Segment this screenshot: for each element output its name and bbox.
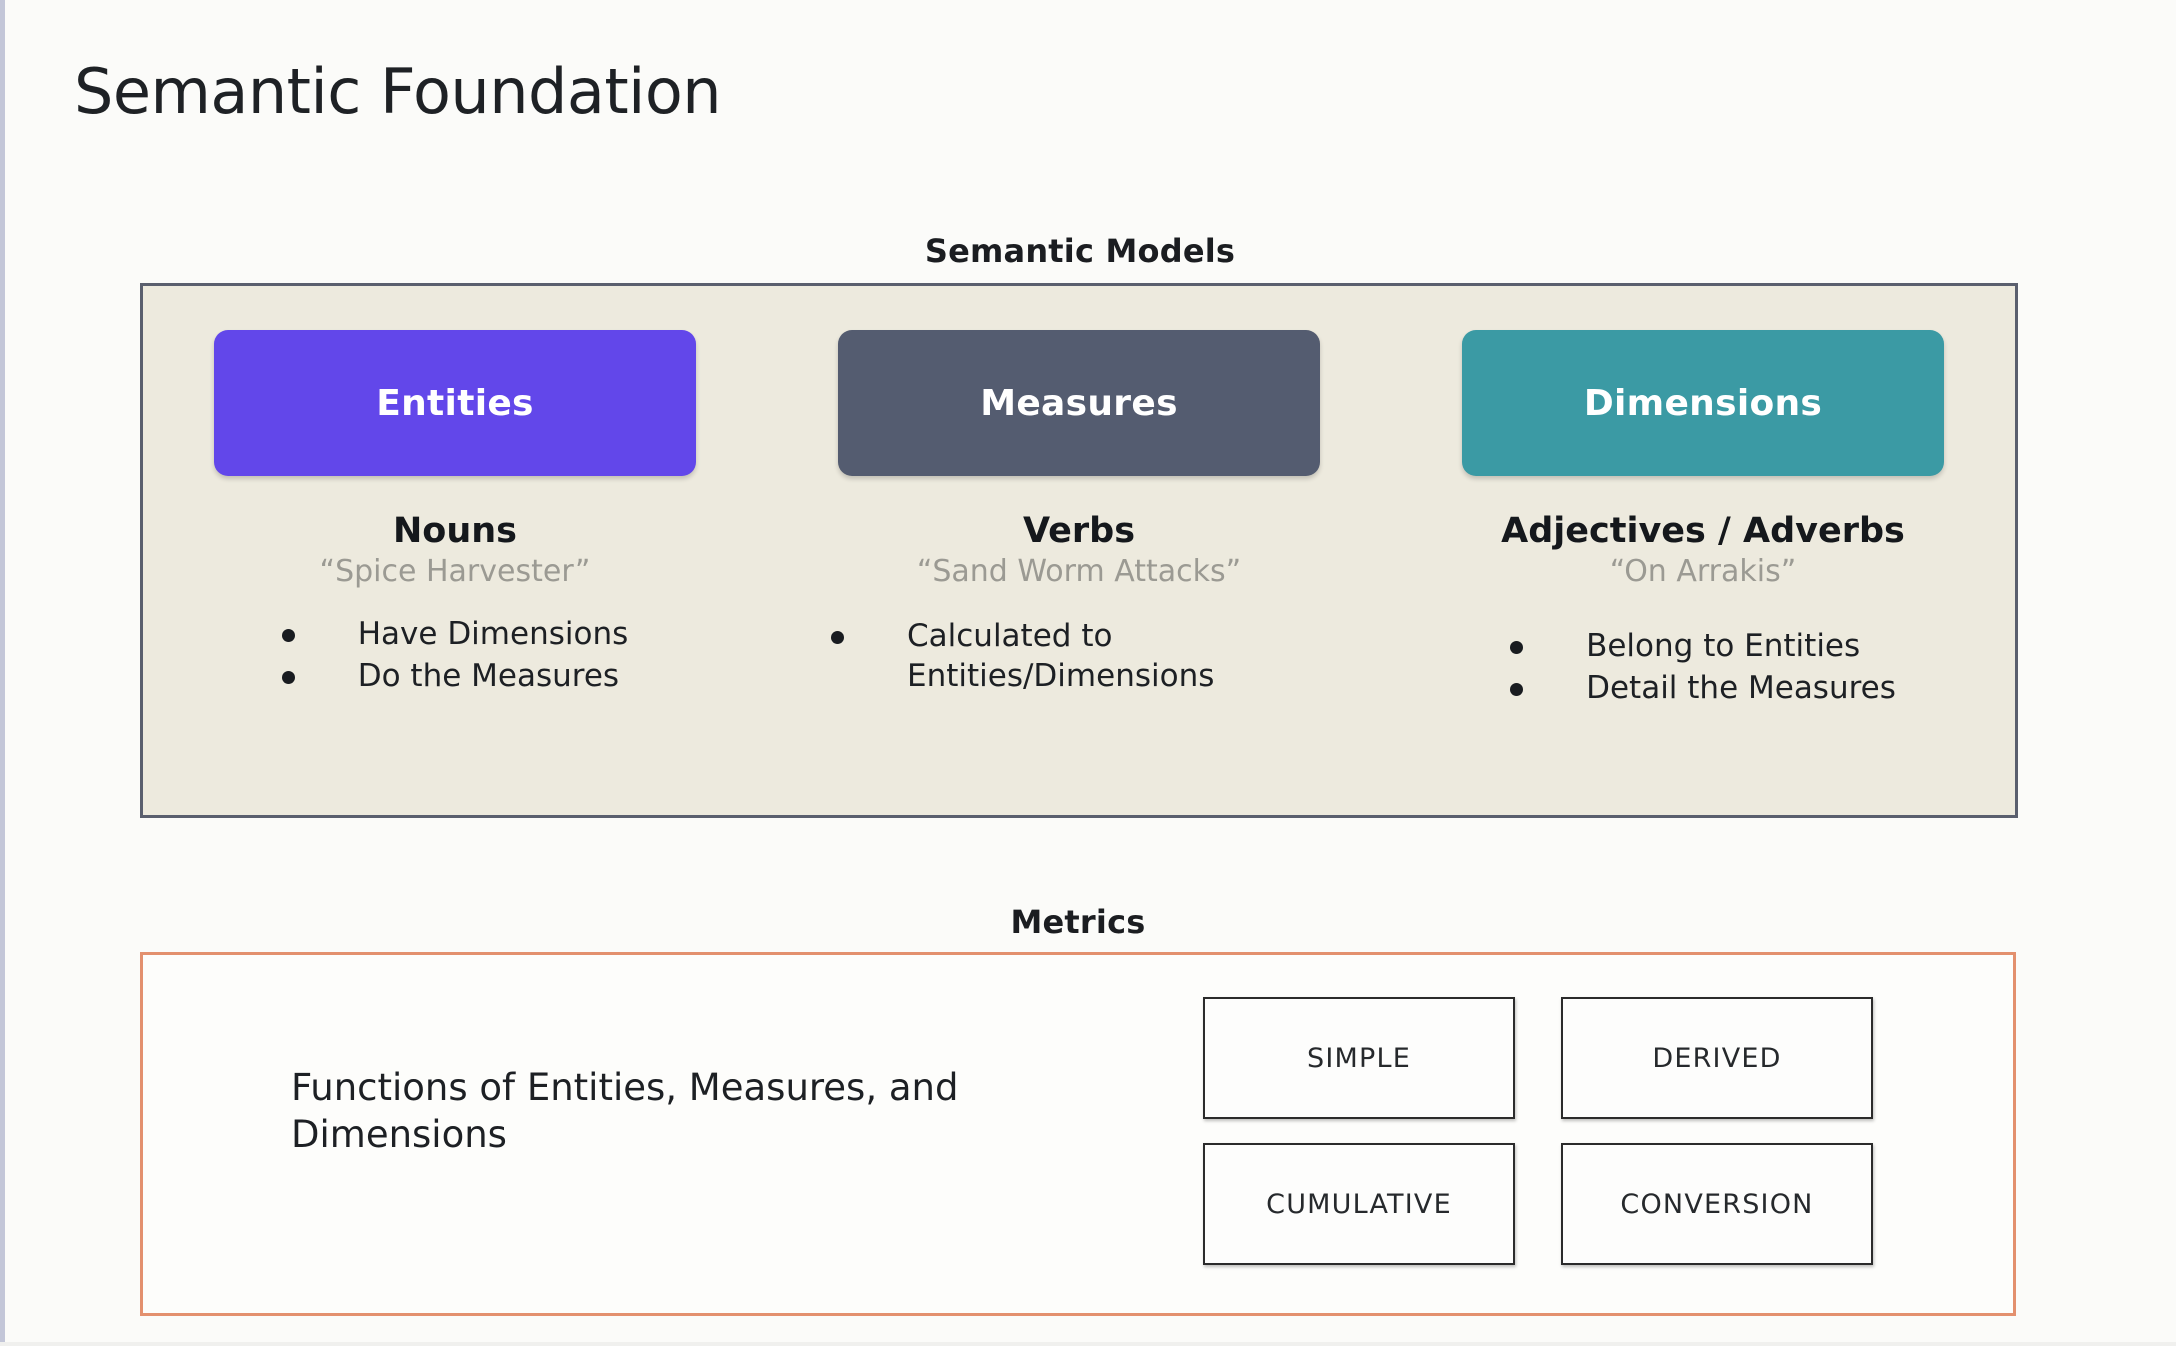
bullet-dot-icon (281, 670, 295, 684)
metric-type-cumulative[interactable]: CUMULATIVE (1203, 1143, 1515, 1265)
list-item: Do the Measures (281, 657, 629, 697)
metrics-type-grid: SIMPLE DERIVED CUMULATIVE CONVERSION (1203, 997, 1873, 1265)
part-of-speech-label-entities: Nouns (392, 511, 517, 551)
example-label-measures: “Sand Worm Attacks” (916, 553, 1242, 589)
bullet-text: Have Dimensions (357, 616, 629, 652)
metric-type-conversion[interactable]: CONVERSION (1561, 1143, 1873, 1265)
metrics-description: Functions of Entities, Measures, and Dim… (291, 1066, 959, 1156)
bullet-list-entities: Have Dimensions Do the Measures (281, 615, 629, 698)
bullet-list-dimensions: Belong to Entities Detail the Measures (1510, 627, 1896, 710)
example-label-dimensions: “On Arrakis” (1609, 553, 1797, 589)
metrics-heading: Metrics (1010, 903, 1146, 941)
bullet-dot-icon (831, 631, 844, 644)
left-edge-strip (0, 0, 5, 1346)
bullet-dot-icon (1510, 682, 1524, 696)
semantic-column-measures: Measures Verbs “Sand Worm Attacks” Calcu… (767, 286, 1391, 815)
semantic-models-panel: Entities Nouns “Spice Harvester” Have Di… (140, 283, 2018, 818)
example-label-entities: “Spice Harvester” (319, 553, 591, 589)
bullet-text: Belong to Entities (1586, 628, 1861, 664)
metric-type-derived[interactable]: DERIVED (1561, 997, 1873, 1119)
semantic-column-dimensions: Dimensions Adjectives / Adverbs “On Arra… (1391, 286, 2015, 815)
bullet-list-measures: Calculated to Entities/Dimensions (831, 617, 1327, 698)
list-item: Detail the Measures (1510, 669, 1896, 709)
metrics-panel: Functions of Entities, Measures, and Dim… (140, 952, 2016, 1316)
bullet-text: Do the Measures (357, 657, 620, 694)
bullet-text: Calculated to Entities/Dimensions (907, 618, 1215, 694)
bullet-dot-icon (1510, 641, 1524, 654)
semantic-models-heading: Semantic Models (924, 232, 1236, 270)
part-of-speech-label-measures: Verbs (1022, 511, 1136, 551)
metric-type-simple[interactable]: SIMPLE (1203, 997, 1515, 1119)
pill-entities[interactable]: Entities (214, 330, 696, 476)
list-item: Belong to Entities (1510, 627, 1896, 667)
bottom-edge-strip (0, 1342, 2176, 1346)
bullet-dot-icon (281, 629, 295, 642)
page-title: Semantic Foundation (74, 55, 722, 128)
semantic-column-entities: Entities Nouns “Spice Harvester” Have Di… (143, 286, 767, 815)
bullet-text: Detail the Measures (1586, 669, 1896, 706)
list-item: Calculated to Entities/Dimensions (831, 617, 1327, 696)
pill-measures[interactable]: Measures (838, 330, 1320, 476)
pill-dimensions[interactable]: Dimensions (1462, 330, 1944, 476)
list-item: Have Dimensions (281, 615, 629, 655)
part-of-speech-label-dimensions: Adjectives / Adverbs (1501, 511, 1905, 551)
